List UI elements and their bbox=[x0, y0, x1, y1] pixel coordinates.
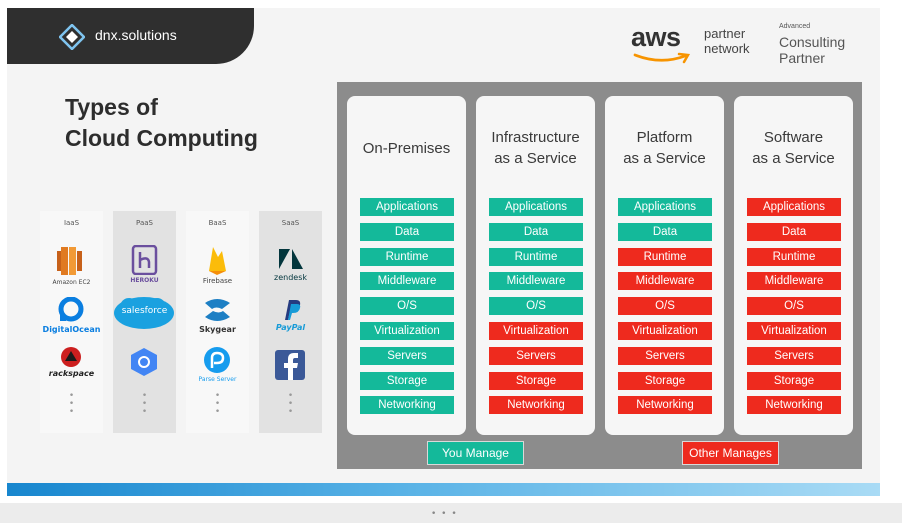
legend-other-manages: Other Manages bbox=[682, 441, 779, 465]
more-dots: ••• bbox=[141, 391, 148, 417]
provider-column-baas: BaaS Firebase Skygear Parse Server ••• bbox=[186, 211, 249, 433]
provider-label: Amazon EC2 bbox=[52, 279, 91, 286]
stack-layer-storage: Storage bbox=[747, 371, 841, 390]
more-dots: ••• bbox=[68, 391, 75, 417]
facebook-icon bbox=[275, 350, 305, 380]
stack-layer-applications: Applications bbox=[618, 198, 712, 216]
more-dots: ••• bbox=[214, 391, 221, 417]
stack-layer-networking: Networking bbox=[360, 396, 454, 415]
stack-layer-storage: Storage bbox=[489, 371, 583, 390]
stack-layer-virtualization: Virtualization bbox=[747, 322, 841, 340]
provider-column-heading: IaaS bbox=[63, 219, 80, 227]
service-model-title: Software as a Service bbox=[752, 129, 835, 167]
provider-logo-grid: IaaS Amazon EC2 DigitalOcean rackspace •… bbox=[40, 211, 322, 433]
stack-layer-data: Data bbox=[747, 222, 841, 241]
stack-layer-runtime: Runtime bbox=[489, 247, 583, 266]
stack-layer-virtualization: Virtualization bbox=[489, 322, 583, 340]
bottom-accent-bar bbox=[7, 483, 880, 496]
service-model-title: Platform as a Service bbox=[623, 129, 706, 167]
provider-column-heading: BaaS bbox=[208, 219, 227, 227]
stack-layer-runtime: Runtime bbox=[618, 247, 712, 266]
provider-label: PayPal bbox=[275, 323, 306, 332]
aws-smile-icon bbox=[633, 52, 691, 64]
digitalocean-icon bbox=[58, 297, 84, 322]
stack-layer-data: Data bbox=[360, 222, 454, 241]
paypal-icon bbox=[285, 300, 301, 320]
stack-layer-middleware: Middleware bbox=[618, 272, 712, 291]
provider-label: Firebase bbox=[202, 277, 233, 285]
stack-layer-middleware: Middleware bbox=[747, 272, 841, 291]
salesforce-icon bbox=[114, 297, 174, 329]
stack-layer-runtime: Runtime bbox=[747, 247, 841, 266]
stack-layer-servers: Servers bbox=[489, 346, 583, 365]
stack-layer-os: O/S bbox=[618, 297, 712, 316]
dnx-logo-icon bbox=[59, 24, 85, 50]
legend-you-manage: You Manage bbox=[427, 441, 524, 465]
stack-layer-data: Data bbox=[489, 222, 583, 241]
stack-layer-middleware: Middleware bbox=[489, 272, 583, 291]
stack-layer-data: Data bbox=[618, 222, 712, 241]
stack-layer-servers: Servers bbox=[618, 346, 712, 365]
skygear-icon bbox=[205, 299, 230, 321]
parse-server-icon bbox=[204, 347, 230, 373]
stack-layer-networking: Networking bbox=[618, 396, 712, 415]
brand-banner: dnx.solutions bbox=[7, 8, 254, 64]
slide-title: Types of Cloud Computing bbox=[65, 94, 258, 151]
stack-layer-networking: Networking bbox=[489, 396, 583, 415]
stack-layer-runtime: Runtime bbox=[360, 247, 454, 266]
brand-name: dnx.solutions bbox=[95, 27, 177, 43]
zendesk-icon bbox=[279, 249, 303, 269]
player-handle-icon[interactable]: • • • bbox=[431, 509, 458, 519]
stack-layer-servers: Servers bbox=[747, 346, 841, 365]
slide: dnx.solutions aws partner network Advanc… bbox=[7, 8, 880, 496]
stack-layer-os: O/S bbox=[360, 297, 454, 316]
stack-layer-storage: Storage bbox=[360, 371, 454, 390]
stack-layer-virtualization: Virtualization bbox=[360, 322, 454, 340]
stack-layer-networking: Networking bbox=[747, 396, 841, 415]
stack-layer-servers: Servers bbox=[360, 346, 454, 365]
provider-column-iaas: IaaS Amazon EC2 DigitalOcean rackspace •… bbox=[40, 211, 103, 433]
partner-tier-small: Advanced bbox=[779, 23, 811, 30]
google-app-engine-icon bbox=[131, 348, 157, 376]
provider-label: HEROKU bbox=[130, 277, 159, 284]
provider-label: Skygear bbox=[199, 325, 236, 334]
amazon-ec2-icon bbox=[57, 247, 82, 275]
stack-layer-storage: Storage bbox=[618, 371, 712, 390]
heroku-icon bbox=[131, 245, 158, 275]
stack-layer-os: O/S bbox=[747, 297, 841, 316]
partner-network-label: partner network bbox=[704, 26, 750, 56]
player-strip bbox=[0, 503, 902, 523]
provider-column-heading: SaaS bbox=[281, 219, 300, 227]
provider-label: rackspace bbox=[48, 369, 95, 378]
aws-logo: aws bbox=[631, 22, 697, 66]
service-model-title: On-Premises bbox=[362, 140, 451, 157]
stack-layer-applications: Applications bbox=[360, 198, 454, 216]
aws-wordmark: aws bbox=[631, 22, 681, 52]
provider-label: Parse Server bbox=[198, 376, 237, 383]
stack-layer-applications: Applications bbox=[747, 198, 841, 216]
provider-label: zendesk bbox=[274, 273, 307, 282]
stack-layer-virtualization: Virtualization bbox=[618, 322, 712, 340]
partner-tier-label: Consulting Partner bbox=[779, 34, 846, 66]
stack-layer-os: O/S bbox=[489, 297, 583, 316]
more-dots: ••• bbox=[287, 391, 294, 417]
stack-layer-middleware: Middleware bbox=[360, 272, 454, 291]
rackspace-icon bbox=[61, 347, 81, 367]
provider-column-saas: SaaS zendesk PayPal ••• bbox=[259, 211, 322, 433]
provider-column-paas: PaaS HEROKU salesforce ••• bbox=[113, 211, 176, 433]
provider-label: salesforce bbox=[121, 306, 168, 316]
provider-label: DigitalOcean bbox=[42, 325, 101, 334]
stack-layer-applications: Applications bbox=[489, 198, 583, 216]
service-model-title: Infrastructure as a Service bbox=[491, 129, 580, 167]
provider-column-heading: PaaS bbox=[136, 219, 153, 227]
firebase-icon bbox=[209, 247, 226, 275]
